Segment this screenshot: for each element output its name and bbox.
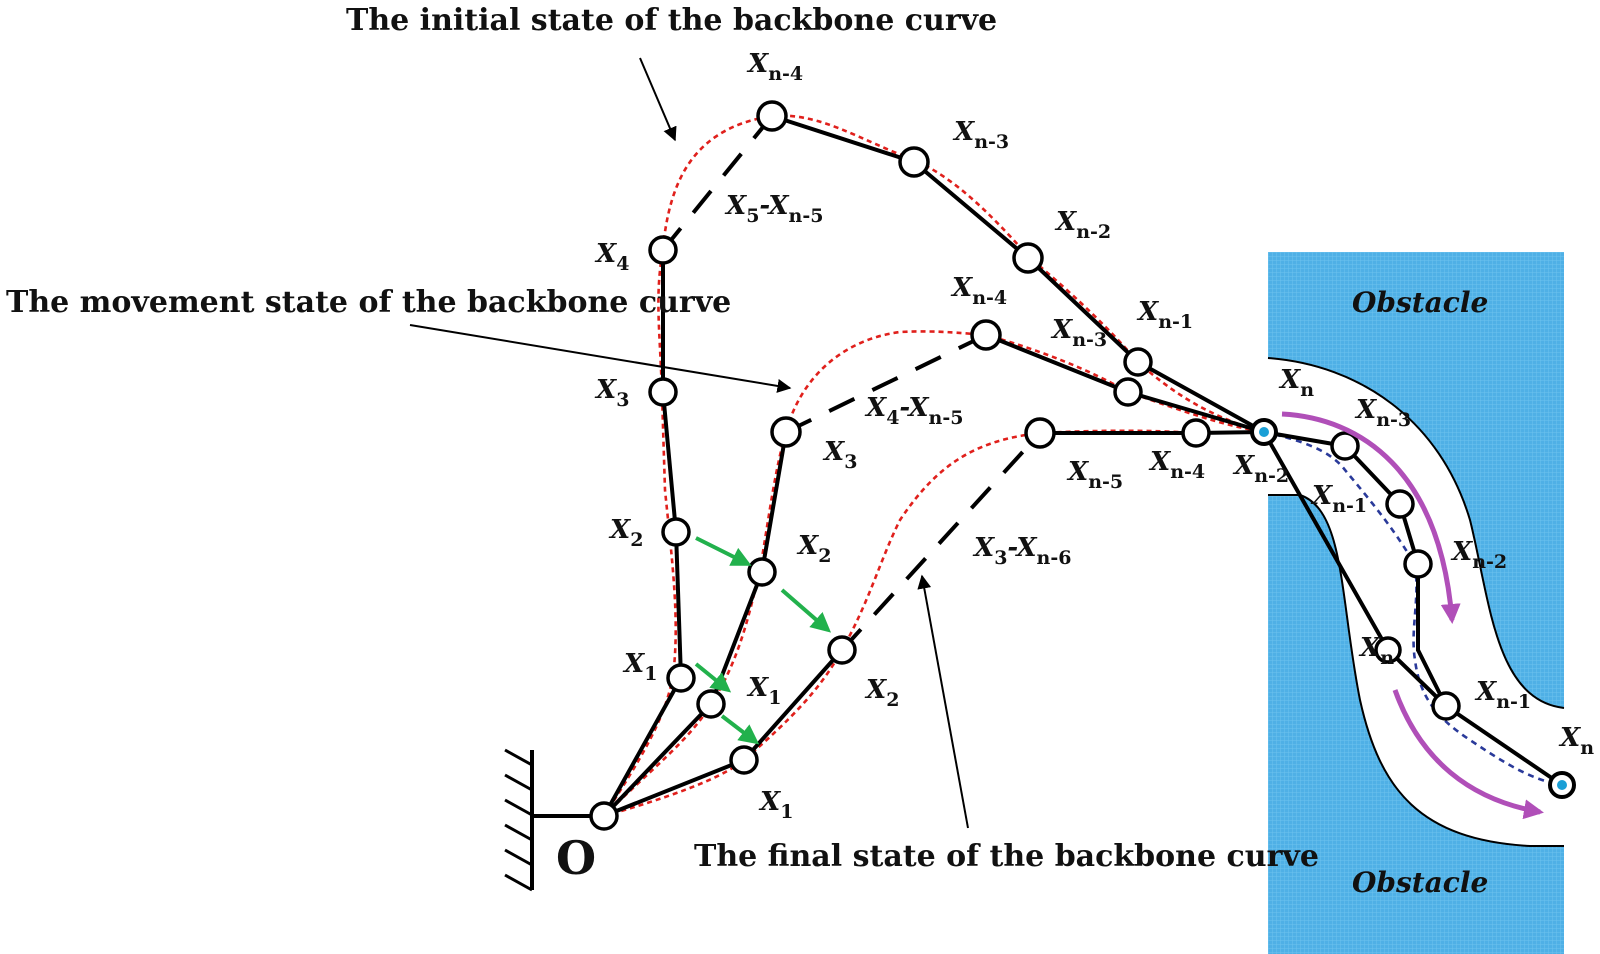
label-fin-xn4: Xn-4 <box>1148 447 1205 483</box>
label-init-xn3: Xn-3 <box>952 117 1009 153</box>
caption-final: The final state of the backbone curve <box>694 839 1319 874</box>
label-init-x1: X1 <box>622 649 657 685</box>
origin-label: O <box>556 831 596 885</box>
label-init-xn1: Xn-1 <box>1136 297 1193 333</box>
obstacle-top-label: Obstacle <box>1352 286 1488 319</box>
label-init-x5-xn5: X5-Xn-5 <box>724 191 823 227</box>
label-fin-x2: X2 <box>864 675 899 711</box>
label-mov-xn4: Xn-4 <box>950 273 1007 309</box>
final-curve <box>603 429 1265 818</box>
label-mov-xn: Xn <box>1358 633 1394 669</box>
green-motion-arrows <box>694 536 832 745</box>
base-mount <box>504 748 604 892</box>
label-fin-xn: Xn <box>1558 723 1594 759</box>
tip-dot-middle <box>1259 427 1269 437</box>
initial-links <box>602 114 1266 818</box>
tip-dot-end <box>1557 780 1567 790</box>
pointer-final <box>917 574 969 829</box>
label-init-x2: X2 <box>608 515 643 551</box>
labels-initial: X1 X2 X3 X4 X5-Xn-5 Xn-4 Xn-3 Xn-2 Xn-1 … <box>594 49 1314 685</box>
label-chan-xn1: Xn-1 <box>1474 677 1531 713</box>
label-fin-x1: X1 <box>758 787 793 823</box>
labels-movement: X1 X2 X3 X4-Xn-5 Xn-4 Xn-3 Xn-2 Xn-1 Xn <box>746 273 1394 709</box>
labels-final: X1 X2 X3-Xn-6 Xn-5 Xn-4 Xn-3 Xn <box>758 395 1594 823</box>
label-chan-xn2: Xn-2 <box>1450 537 1507 573</box>
label-mov-x2: X2 <box>796 531 831 567</box>
label-fin-x3-xn6: X3-Xn-6 <box>972 533 1071 569</box>
magenta-arrows <box>1281 411 1544 820</box>
label-init-xn4: Xn-4 <box>746 49 803 85</box>
labels-channel: Xn-2 Xn-1 <box>1450 537 1531 713</box>
label-mov-x1: X1 <box>746 673 781 709</box>
obstacle-bottom-label: Obstacle <box>1352 866 1488 899</box>
label-init-x3: X3 <box>594 375 629 411</box>
label-init-xn: Xn <box>1278 365 1314 401</box>
label-fin-xn5: Xn-5 <box>1066 457 1123 493</box>
label-mov-x4-xn5: X4-Xn-5 <box>864 393 963 429</box>
pointer-movement <box>409 324 792 393</box>
pointer-initial <box>639 57 677 142</box>
caption-initial: The initial state of the backbone curve <box>346 3 997 38</box>
tip-path-curve <box>1263 430 1563 787</box>
label-mov-xn1: Xn-1 <box>1310 481 1367 517</box>
label-mov-xn3: Xn-3 <box>1050 315 1107 351</box>
label-init-x4: X4 <box>594 239 629 275</box>
caption-movement: The movement state of the backbone curve <box>6 285 731 320</box>
label-mov-x3: X3 <box>822 437 857 473</box>
label-init-xn2: Xn-2 <box>1054 207 1111 243</box>
label-mov-xn2: Xn-2 <box>1232 451 1289 487</box>
label-fin-xn3: Xn-3 <box>1354 395 1411 431</box>
joints <box>589 100 1576 831</box>
